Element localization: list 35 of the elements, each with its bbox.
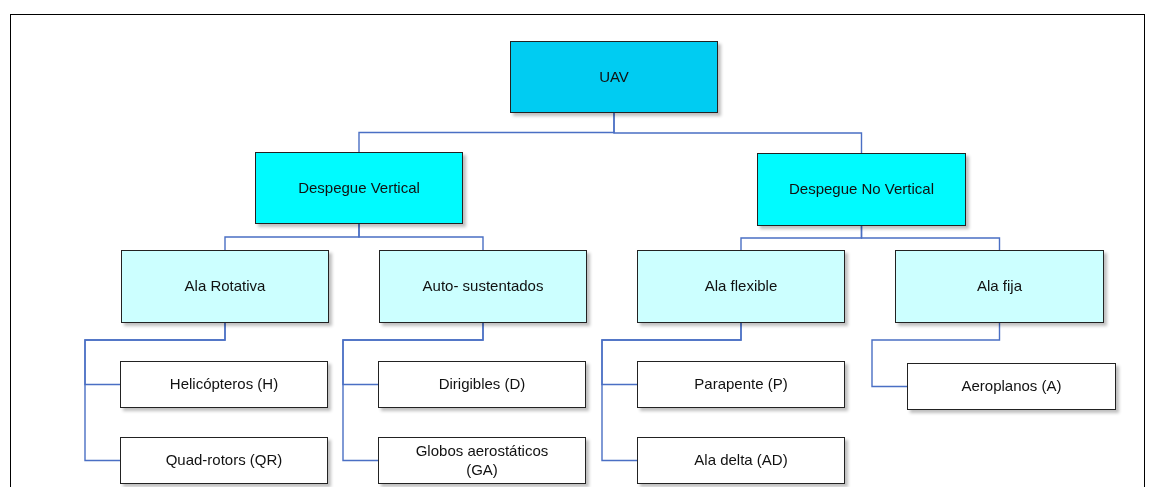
node-label: UAV [599, 67, 629, 87]
node-label: Despegue No Vertical [788, 180, 935, 199]
node-label: Globos aerostáticos (GA) [414, 441, 550, 480]
subcategory-box [637, 250, 845, 323]
node-label: Ala fija [977, 277, 1022, 296]
category-box [255, 152, 463, 224]
node-label: Quad-rotors (QR) [165, 451, 283, 470]
subcategory-box [895, 250, 1104, 323]
node-label: Auto- sustentados [422, 277, 544, 296]
connector-line [860, 225, 1001, 251]
node-label: Despegue Vertical [298, 178, 420, 198]
node-label: Ala delta (AD) [694, 451, 788, 470]
subcategory-box [379, 250, 587, 323]
connector-line [342, 322, 484, 462]
type-box [120, 437, 328, 484]
root-box [510, 41, 718, 113]
type-box [378, 361, 586, 408]
subcategory-box [121, 250, 329, 323]
connector-line [358, 223, 484, 251]
type-box [120, 361, 328, 408]
node-label: Ala Rotativa [184, 277, 266, 296]
type-box [907, 363, 1116, 410]
connector-line [613, 112, 863, 154]
type-box [637, 437, 845, 484]
connector-line [84, 322, 226, 462]
category-box [757, 153, 966, 226]
node-label: Ala flexible [704, 277, 778, 296]
connector-line [871, 322, 1001, 388]
node-label: Helicópteros (H) [169, 375, 279, 394]
type-box [637, 361, 845, 408]
connector-line [601, 322, 742, 462]
node-label: Dirigibles (D) [438, 375, 526, 394]
type-box [378, 437, 586, 484]
node-label: Aeroplanos (A) [961, 377, 1062, 396]
node-label: Parapente (P) [694, 375, 788, 394]
